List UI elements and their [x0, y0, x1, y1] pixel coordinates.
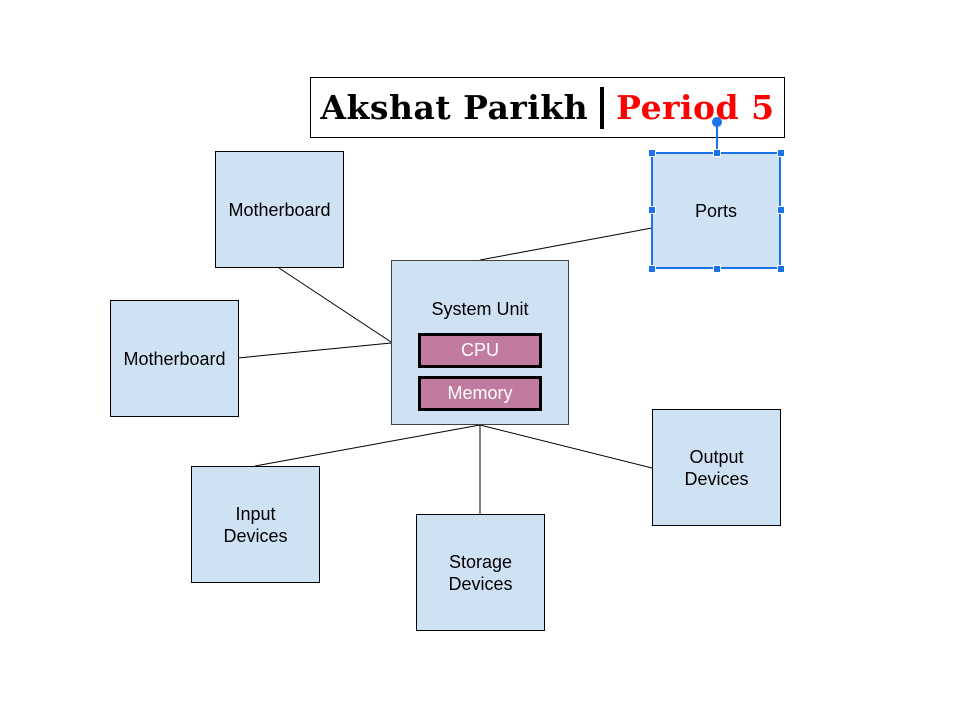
- connector-output: [479, 424, 653, 469]
- node-label: Motherboard: [123, 348, 226, 369]
- node-label: Output Devices: [684, 446, 749, 489]
- node-system-unit[interactable]: System Unit CPU Memory: [391, 260, 569, 425]
- connector-motherboard-top: [278, 267, 392, 343]
- cpu-box[interactable]: CPU: [418, 333, 542, 368]
- resize-handle-e[interactable]: [777, 206, 785, 214]
- system-unit-label: System Unit: [431, 299, 529, 319]
- resize-handle-sw[interactable]: [648, 265, 656, 273]
- memory-label: Memory: [447, 383, 513, 403]
- node-label: Storage Devices: [448, 551, 513, 594]
- node-output-devices[interactable]: Output Devices: [652, 409, 781, 526]
- title-separator: [600, 86, 605, 129]
- resize-handle-ne[interactable]: [777, 149, 785, 157]
- node-label: Ports: [694, 200, 737, 221]
- node-input-devices[interactable]: Input Devices: [191, 466, 320, 583]
- author-name: Akshat Parikh: [320, 88, 589, 127]
- resize-handle-se[interactable]: [777, 265, 785, 273]
- connector-ports: [479, 227, 653, 261]
- class-period: Period 5: [616, 88, 775, 127]
- connector-input: [254, 424, 481, 467]
- node-motherboard-top[interactable]: Motherboard: [215, 151, 344, 268]
- connector-motherboard-left: [237, 342, 392, 359]
- resize-handle-nw[interactable]: [648, 149, 656, 157]
- node-label: Motherboard: [228, 199, 331, 220]
- title-box[interactable]: Akshat Parikh Period 5: [310, 77, 785, 138]
- node-motherboard-left[interactable]: Motherboard: [110, 300, 239, 417]
- memory-box[interactable]: Memory: [418, 376, 542, 411]
- resize-handle-n[interactable]: [713, 149, 721, 157]
- resize-handle-s[interactable]: [713, 265, 721, 273]
- rotation-handle-stem: [716, 124, 718, 152]
- cpu-label: CPU: [460, 340, 499, 360]
- node-storage-devices[interactable]: Storage Devices: [416, 514, 545, 631]
- node-ports[interactable]: Ports: [651, 152, 781, 269]
- rotation-handle[interactable]: [712, 117, 722, 127]
- resize-handle-w[interactable]: [648, 206, 656, 214]
- node-label: Input Devices: [223, 503, 288, 546]
